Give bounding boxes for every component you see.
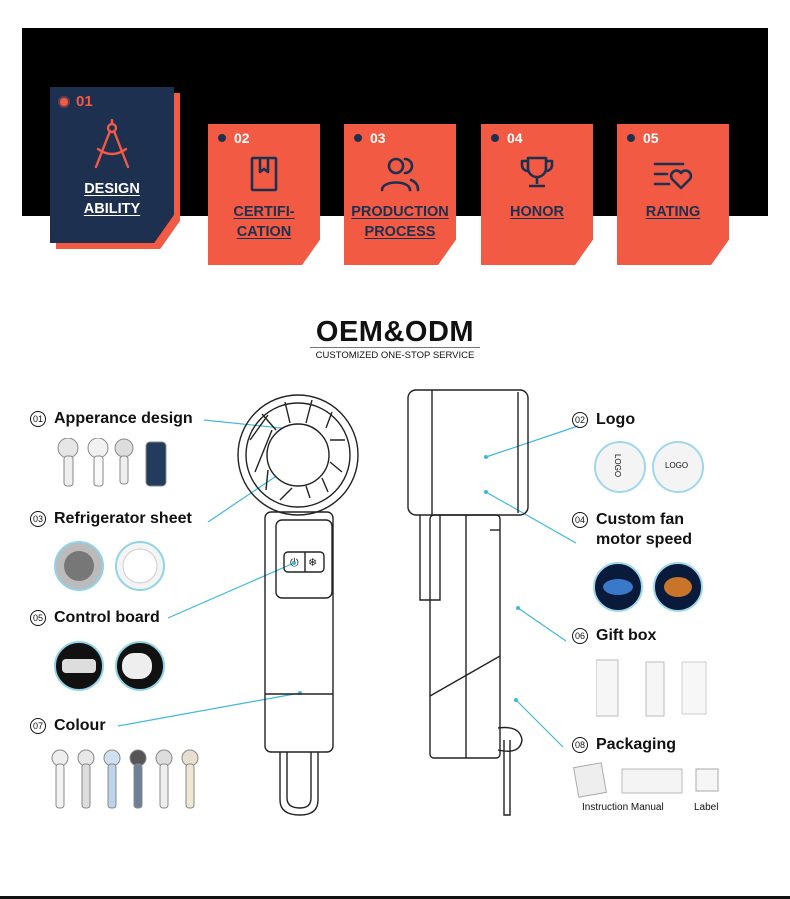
- feature-label-line2: motor speed: [596, 531, 693, 548]
- tab-design-ability[interactable]: 01 DESIGN ABILITY: [50, 87, 174, 243]
- tab-rating[interactable]: 05 RATING: [617, 124, 729, 265]
- logo-thumbnail-b: LOGO: [652, 441, 704, 493]
- title-divider: [310, 347, 480, 348]
- bullet-dot: [627, 134, 635, 142]
- label-caption: Label: [694, 802, 719, 813]
- feature-label: Control board: [54, 609, 160, 626]
- feature-label-line1: Custom fan: [596, 511, 684, 528]
- bullet-dot: [354, 134, 362, 142]
- feature-label: Refrigerator sheet: [54, 510, 192, 527]
- feature-gift-box: 06 Gift box: [572, 627, 656, 645]
- tab-label-line1: DESIGN: [84, 181, 140, 197]
- logo-text: LOGO: [665, 461, 689, 470]
- feature-custom-fan-motor-speed: 04 Custom fan motor speed: [572, 510, 692, 550]
- certificate-book-icon: [250, 156, 278, 192]
- bullet-dot: [218, 134, 226, 142]
- feature-number: 02: [572, 412, 588, 428]
- feature-number: 03: [30, 511, 46, 527]
- feature-label: Colour: [54, 717, 106, 734]
- feature-number: 06: [572, 628, 588, 644]
- bottom-border: [0, 896, 790, 899]
- colour-thumbnails: [51, 749, 199, 809]
- packaging-thumbnails: [573, 762, 719, 798]
- feature-colour: 07 Colour: [30, 717, 106, 735]
- tab-honor[interactable]: 04 HONOR: [481, 124, 593, 265]
- feature-number: 01: [30, 411, 46, 427]
- feature-appearance-design: 01 Apperance design: [30, 410, 193, 428]
- tab-production-process[interactable]: 03 PRODUCTION PROCESS: [344, 124, 456, 265]
- feature-label: Logo: [596, 411, 636, 428]
- feature-label: Apperance design: [54, 410, 193, 427]
- appearance-design-thumbnails: [57, 438, 167, 487]
- tab-label-line2: ABILITY: [83, 201, 141, 217]
- tab-label-line2: PROCESS: [364, 224, 436, 240]
- tab-label-line1: PRODUCTION: [351, 204, 449, 220]
- page-title: OEM&ODM: [315, 316, 475, 348]
- rating-heart-icon: [653, 162, 693, 190]
- refrigerator-sheet-thumbnails: [54, 541, 165, 591]
- feature-label: Packaging: [596, 736, 677, 753]
- feature-refrigerator-sheet: 03 Refrigerator sheet: [30, 510, 192, 528]
- tab-number: 04: [507, 130, 523, 146]
- tab-number: 01: [76, 93, 93, 110]
- front-fan-drawing: [237, 394, 359, 816]
- compass-icon: [94, 119, 130, 169]
- feature-number: 07: [30, 718, 46, 734]
- motor-thumbnails: [593, 562, 703, 612]
- snowflake-icon: ❄: [308, 556, 317, 569]
- gift-box-thumbnails: [596, 659, 707, 717]
- callout-dots: [292, 455, 520, 702]
- tab-label-line1: RATING: [645, 204, 701, 220]
- page-subtitle: CUSTOMIZED ONE-STOP SERVICE: [315, 350, 475, 361]
- users-icon: [380, 157, 420, 192]
- tab-label-line2: CATION: [236, 224, 292, 240]
- tab-label-line1: HONOR: [510, 204, 564, 220]
- bullet-dot: [491, 134, 499, 142]
- feature-logo: 02 Logo: [572, 411, 635, 429]
- bullet-dot: [60, 97, 68, 106]
- callout-lines: [117, 419, 579, 748]
- tab-number: 02: [234, 130, 250, 146]
- side-fan-drawing: [407, 389, 529, 816]
- control-board-thumbnails: [54, 641, 165, 691]
- feature-number: 05: [30, 610, 46, 626]
- logo-thumbnail-a: LOGO: [594, 441, 646, 493]
- feature-control-board: 05 Control board: [30, 609, 160, 627]
- feature-number: 08: [572, 737, 588, 753]
- trophy-icon: [520, 156, 554, 188]
- tab-certification[interactable]: 02 CERTIFI- CATION: [208, 124, 320, 265]
- tab-number: 03: [370, 130, 386, 146]
- feature-label: Gift box: [596, 627, 657, 644]
- power-icon: ⏻: [290, 556, 299, 569]
- feature-number: 04: [572, 512, 588, 528]
- instruction-manual-label: Instruction Manual: [582, 802, 664, 813]
- logo-text: LOGO: [613, 453, 623, 478]
- tab-number: 05: [643, 130, 659, 146]
- feature-packaging: 08 Packaging: [572, 736, 676, 754]
- tab-label-line1: CERTIFI-: [233, 204, 295, 220]
